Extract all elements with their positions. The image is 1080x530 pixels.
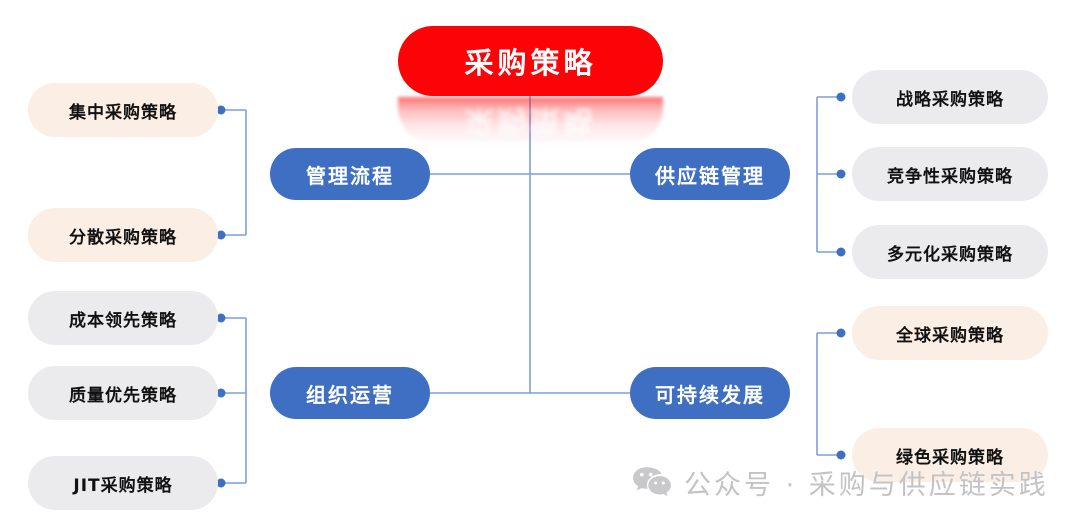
leaf-node-diversified-procurement[interactable]: 多元化采购策略 [852, 225, 1048, 279]
watermark-text: 公众号 · 采购与供应链实践 [684, 470, 1049, 501]
leaf-node-strategic-procurement[interactable]: 战略采购策略 [852, 70, 1048, 124]
dot-lvse [836, 450, 846, 460]
dot-quanqiu [836, 328, 846, 338]
dot-zhanlue [836, 92, 846, 102]
watermark: 公众号 · 采购与供应链实践 [632, 463, 1049, 502]
dot-duoyuanhua [836, 247, 846, 257]
branch-node-management-process[interactable]: 管理流程 [270, 148, 430, 200]
leaf-node-decentralized-procurement[interactable]: 分散采购策略 [28, 208, 218, 262]
root-node-procurement-strategy[interactable]: 采购策略 [398, 26, 663, 96]
leaf-node-quality-first[interactable]: 质量优先策略 [28, 366, 218, 420]
wechat-icon [633, 466, 671, 496]
dot-jingzhengxing [836, 169, 846, 179]
leaf-node-centralized-procurement[interactable]: 集中采购策略 [28, 83, 218, 137]
root-node-reflection-text: 采购策略 [464, 104, 597, 138]
leaf-node-global-procurement[interactable]: 全球采购策略 [852, 306, 1048, 360]
leaf-node-green-procurement[interactable]: 绿色采购策略 [852, 428, 1048, 482]
branch-node-supply-chain-management[interactable]: 供应链管理 [630, 148, 790, 200]
branch-node-organization-operations[interactable]: 组织运营 [270, 367, 430, 419]
leaf-node-competitive-procurement[interactable]: 竞争性采购策略 [852, 147, 1048, 201]
leaf-node-cost-leadership[interactable]: 成本领先策略 [28, 291, 218, 345]
leaf-node-jit-procurement[interactable]: JIT采购策略 [28, 456, 218, 510]
branch-node-sustainable-development[interactable]: 可持续发展 [630, 367, 790, 419]
